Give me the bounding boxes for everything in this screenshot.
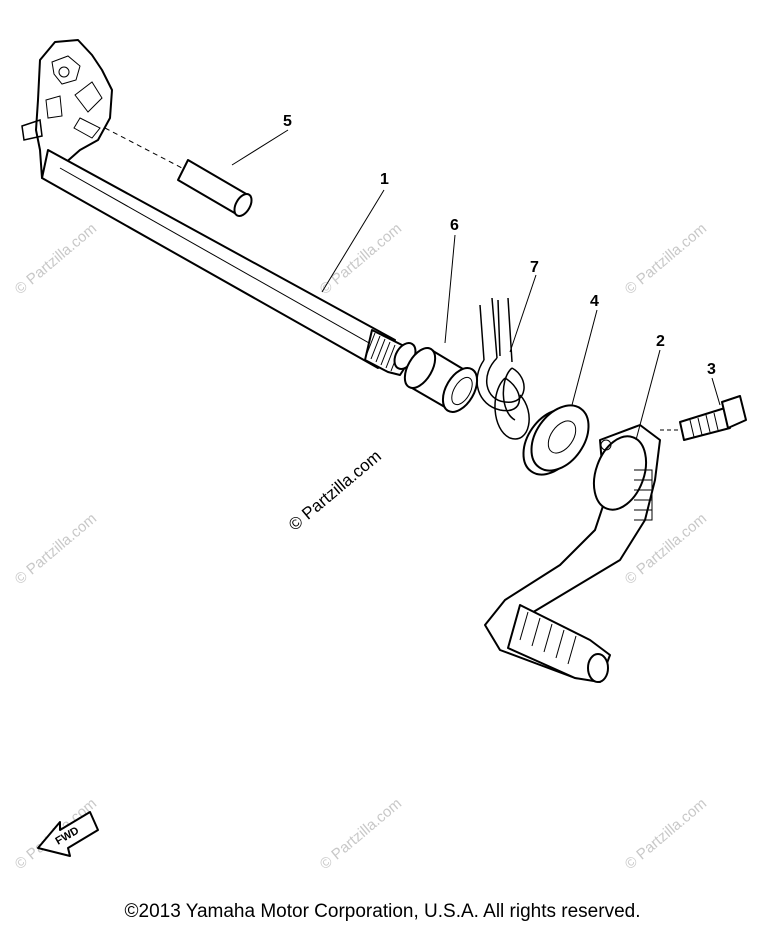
watermark-text: © Partzilla.com [317, 220, 405, 298]
callout-6: 6 [450, 217, 459, 234]
oil-seal [522, 404, 590, 476]
forward-arrow-icon: FWD [37, 811, 99, 857]
collar [403, 347, 479, 413]
callout-5: 5 [283, 113, 292, 130]
watermark-text: © Partzilla.com [622, 795, 710, 873]
callout-2: 2 [656, 333, 665, 350]
callout-4: 4 [590, 293, 599, 310]
watermark-text: © Partzilla.com [12, 510, 100, 588]
watermark-text: © Partzilla.com [317, 795, 405, 873]
callout-7: 7 [530, 259, 539, 276]
torsion-spring [476, 297, 530, 440]
leader-lines [231, 129, 721, 441]
watermark-text: © Partzilla.com [12, 220, 100, 298]
pin [104, 127, 253, 217]
callout-1: 1 [380, 171, 389, 188]
shift-pedal [484, 424, 661, 683]
callout-3: 3 [707, 361, 716, 378]
callouts: 1 2 3 4 5 6 7 [283, 113, 716, 378]
copyright-notice: ©2013 Yamaha Motor Corporation, U.S.A. A… [124, 901, 641, 922]
watermark-text: © Partzilla.com [622, 220, 710, 298]
bolt [660, 395, 747, 441]
shift-shaft [21, 39, 417, 376]
